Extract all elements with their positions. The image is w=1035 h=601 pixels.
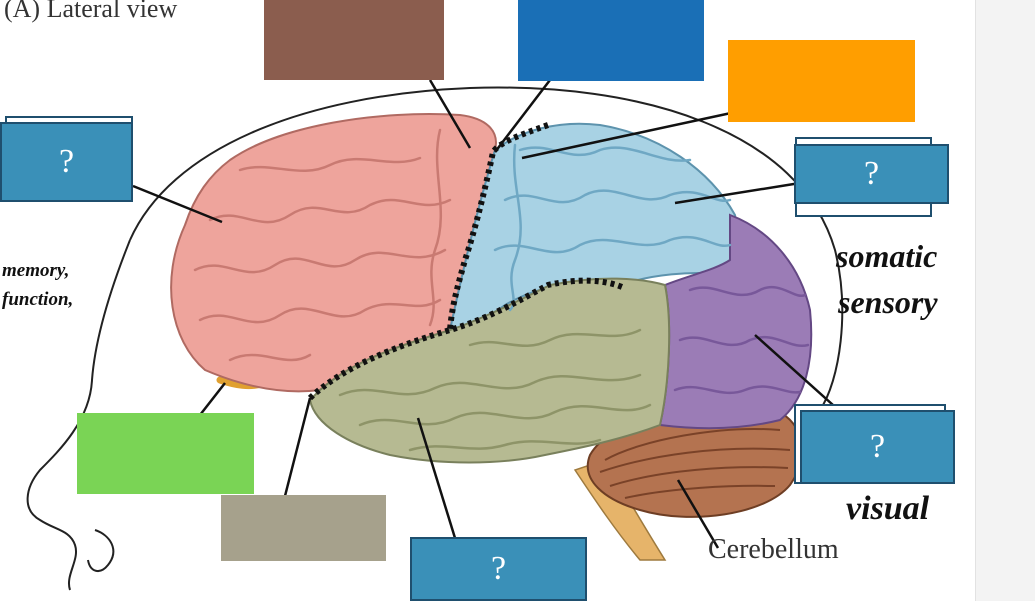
figure-title: (A) Lateral view	[4, 0, 178, 23]
leader-line-cerebellum	[676, 479, 720, 549]
question-card-temporal[interactable]: ?	[410, 537, 587, 601]
cerebellum-label: Cerebellum	[708, 534, 839, 565]
temporal-lobe	[308, 277, 671, 464]
nose-outline	[87, 529, 115, 572]
leader-line-parietal-right	[674, 181, 801, 205]
leader-line-temporal-bottom	[416, 417, 457, 539]
parietal-gyri	[493, 143, 732, 312]
central-sulcus-boundary	[447, 122, 550, 331]
question-card-parietal[interactable]: ?	[794, 144, 949, 204]
question-mark: ?	[58, 143, 75, 180]
head-outline	[129, 86, 844, 411]
question-mark: ?	[490, 550, 507, 587]
brain-diagram	[26, 79, 844, 591]
cerebellum-folia	[599, 428, 791, 499]
question-card-frontal[interactable]: ?	[0, 122, 133, 202]
leader-line-occipital	[754, 334, 834, 406]
leader-line-frontal	[428, 79, 472, 149]
question-card-occipital[interactable]: ?	[800, 410, 955, 484]
side-panel	[975, 0, 1035, 601]
answer-box-parietal-right[interactable]	[728, 40, 915, 122]
leader-lines	[132, 79, 834, 549]
answer-box-temporal-left[interactable]	[77, 413, 254, 494]
sensory-label: sensory	[838, 284, 938, 320]
visual-label: visual	[846, 490, 930, 527]
question-mark: ?	[863, 155, 880, 192]
frontal-gyri	[193, 128, 452, 362]
question-mark: ?	[869, 428, 886, 465]
somatic-label: somatic	[836, 238, 938, 274]
answer-box-temporal-bottom[interactable]	[221, 495, 386, 561]
leader-line-parietal	[521, 108, 746, 160]
answer-box-parietal-top[interactable]	[518, 0, 704, 81]
occipital-gyri	[673, 286, 810, 395]
leader-line-frontal-left	[132, 184, 223, 224]
face-outline	[26, 239, 131, 591]
temporal-gyri	[338, 328, 652, 452]
diagram-canvas: (A) Lateral view Cerebellum somatic sens…	[0, 0, 955, 601]
lateral-fissure-boundary	[307, 277, 624, 401]
function-fragment-label: function,	[2, 289, 74, 310]
leader-line-central	[494, 79, 551, 153]
answer-box-frontal-top[interactable]	[264, 0, 444, 80]
memory-fragment-label: memory,	[2, 260, 70, 281]
leader-line-optic	[199, 382, 226, 416]
leader-line-temporal-lower	[283, 397, 312, 497]
